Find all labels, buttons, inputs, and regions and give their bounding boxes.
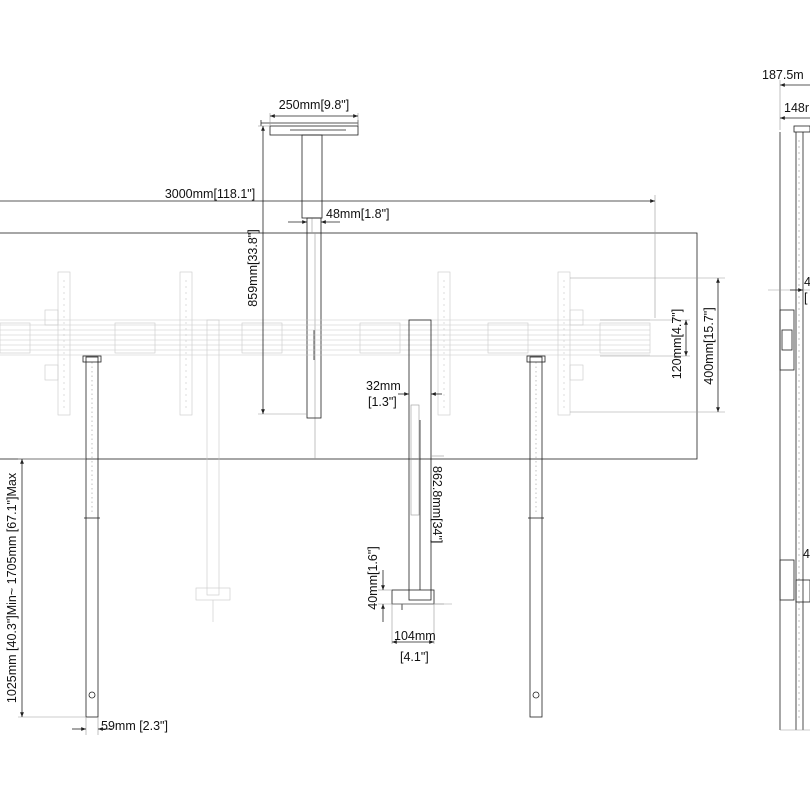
dim-pole-depth-label-1: 32mm: [366, 379, 401, 393]
dim-side-partial-label-2: [: [804, 291, 808, 305]
left-leg: [82, 355, 102, 718]
dim-rail-heights: 120mm[4.7"] 400mm[15.7"]: [570, 277, 725, 413]
drop-pole: [306, 217, 322, 419]
dim-pole-drop-label: 859mm[33.8"]: [246, 229, 260, 306]
dim-foot-width-label-1: 104mm: [394, 629, 436, 643]
dim-side-depth-label-2: 148r: [784, 101, 809, 115]
dim-pole-drop: 859mm[33.8"]: [246, 125, 307, 415]
dim-side-depth-label-1: 187.5m: [762, 68, 804, 82]
dim-pole-depth-label-2: [1.3"]: [368, 395, 397, 409]
dim-overall-width-label: 3000mm[118.1"]: [165, 187, 255, 201]
dim-foot-width: 104mm [4.1"]: [391, 604, 436, 664]
dim-ceiling-plate-label: 250mm[9.8"]: [279, 98, 349, 112]
center-post: [391, 319, 435, 610]
right-leg: [526, 355, 546, 718]
horizontal-rails: [0, 319, 651, 356]
dim-foot-width-label-2: [4.1"]: [400, 650, 429, 664]
dim-leg-width: 59mm [2.3"]: [72, 717, 168, 735]
center-post-foot: [391, 589, 435, 605]
dim-leg-width-label: 59mm [2.3"]: [101, 719, 168, 733]
dim-overall-width: 3000mm[118.1"]: [0, 187, 656, 318]
dim-ceiling-plate: 250mm[9.8"]: [269, 98, 359, 126]
dim-post-length-label: 862.8mm[34"]: [430, 466, 444, 543]
dim-side-partial-label-1: 4: [804, 275, 810, 289]
ceiling-mount: [260, 120, 359, 419]
display-panel-outline: [0, 232, 698, 460]
dim-rail-height-1-label: 120mm[4.7"]: [670, 309, 684, 379]
dim-pole-depth: 32mm [1.3"]: [366, 379, 442, 409]
rear-post-ghost: [195, 319, 231, 622]
dim-pole-width: 48mm[1.8"]: [288, 207, 390, 224]
dim-leg-height-label: 1025mm [40.3"]Min~ 1705mm [67.1"]Max: [5, 472, 19, 703]
dim-pole-width-label: 48mm[1.8"]: [326, 207, 390, 221]
dim-side-partial-label-3: 4: [803, 547, 810, 561]
dim-foot-height-label: 40mm[1.6"]: [366, 546, 380, 610]
dim-post-length: 862.8mm[34"]: [430, 455, 444, 605]
dim-leg-height: 1025mm [40.3"]Min~ 1705mm [67.1"]Max: [5, 458, 86, 718]
dim-foot-height: 40mm[1.6"]: [366, 546, 452, 622]
front-view: 250mm[9.8"] 3000mm[118.1"] 48mm[1.8"] 85…: [0, 98, 725, 735]
dim-rail-height-2-label: 400mm[15.7"]: [702, 307, 716, 384]
vertical-brackets: [44, 271, 584, 416]
side-view: 187.5m 148r 4 [ 4: [762, 68, 810, 731]
